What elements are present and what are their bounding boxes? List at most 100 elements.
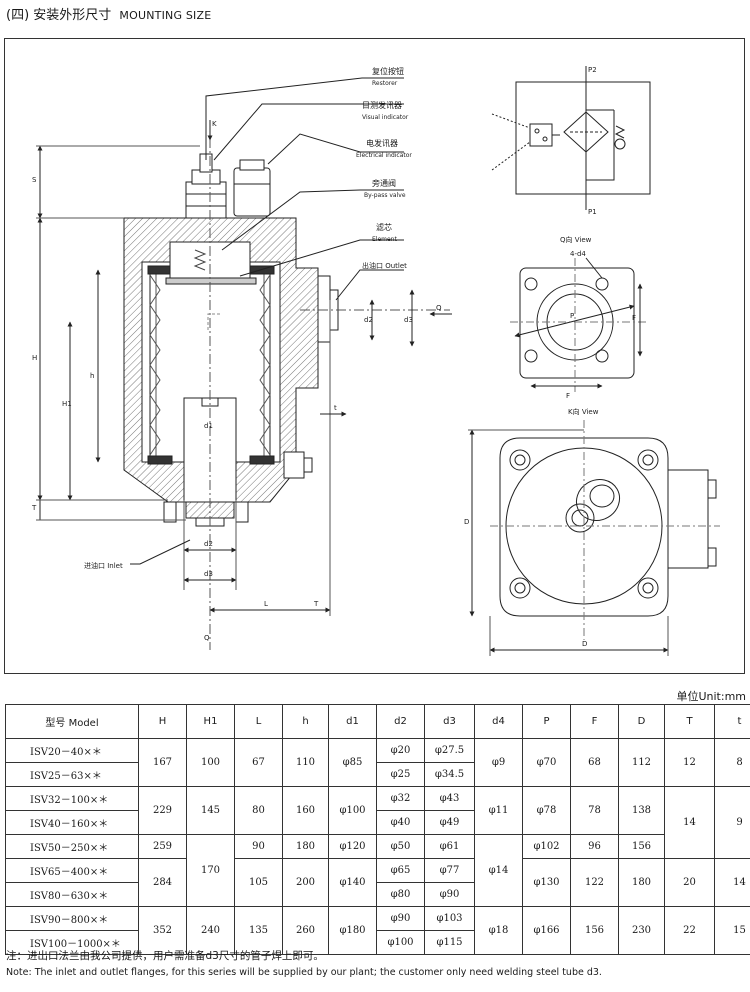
title-en: MOUNTING SIZE (119, 9, 212, 22)
dim-S: S (32, 176, 37, 184)
P-cell: φ102 (522, 834, 571, 859)
dim-h: h (90, 372, 94, 380)
col-F: F (570, 704, 619, 739)
h-cell: 180 (282, 834, 329, 859)
d3-cell: φ103 (424, 906, 475, 931)
h-cell: 200 (282, 858, 329, 907)
d3-cell: φ77 (424, 858, 475, 883)
d2-cell: φ32 (376, 786, 425, 811)
k-view (468, 420, 720, 656)
col-H1: H1 (186, 704, 235, 739)
k-view-label: K向 View (568, 407, 599, 416)
L-cell: 90 (234, 834, 283, 859)
table-row: ISV32－100×＊ 229 145 80 160 φ100 φ32 φ43 … (5, 786, 750, 859)
d2-cell: φ80 (376, 882, 425, 907)
model-cell: ISV90－800×＊ (5, 906, 139, 931)
D-cell: 230 (618, 906, 665, 955)
d3-cell: φ43 (424, 786, 475, 811)
col-d2: d2 (376, 704, 425, 739)
section-view (36, 77, 452, 650)
dim-H: H (32, 354, 37, 362)
technical-drawing: 复位按钮 Restorer 目测发讯器 Visual indicator 电发讯… (31, 66, 720, 656)
T-cell: 20 (664, 858, 715, 907)
d3-cell: φ115 (424, 930, 475, 955)
H1-cell: 240 (186, 906, 235, 955)
P-cell: φ130 (522, 858, 571, 907)
model-cell: ISV32－100×＊ (5, 786, 139, 811)
d4-cell: φ9 (474, 738, 523, 787)
dim-d2: d2 (204, 540, 213, 548)
F-cell: 122 (570, 858, 619, 907)
visual-indicator-label-en: Visual indicator (362, 114, 409, 121)
dim-d1: d1 (204, 422, 213, 430)
h-cell: 110 (282, 738, 329, 787)
col-t: t (714, 704, 750, 739)
col-H: H (138, 704, 187, 739)
table-row: ISV100－1000×＊ φ100 φ115 (5, 930, 750, 955)
note-en: Note: The inlet and outlet flanges, for … (6, 967, 602, 978)
H-cell: 284 (138, 858, 187, 907)
d4-cell: φ18 (474, 906, 523, 955)
d3-cell: φ90 (424, 882, 475, 907)
col-D: D (618, 704, 665, 739)
L-cell: 67 (234, 738, 283, 787)
t-cell: 14 (714, 858, 750, 907)
D-cell: 112 (618, 738, 665, 787)
d1-cell: φ140 (328, 858, 377, 907)
bypass-valve-label-en: By-pass valve (364, 192, 406, 199)
L-cell: 135 (234, 906, 283, 955)
element-label-en: Element (372, 236, 397, 243)
L-cell: 105 (234, 858, 283, 907)
table-header-row: 型号 Model H H1 L h d1 d2 d3 d4 P F D T t (5, 704, 750, 739)
d1-cell: φ85 (328, 738, 377, 787)
dim-Q: Q (436, 304, 442, 312)
col-L: L (234, 704, 283, 739)
d1-cell: φ180 (328, 906, 377, 955)
d3-cell: φ34.5 (424, 762, 475, 787)
title-zh: (四) 安装外形尺寸 (6, 8, 112, 23)
d3-cell: φ27.5 (424, 738, 475, 763)
col-d3: d3 (424, 704, 475, 739)
col-model: 型号 Model (5, 704, 139, 739)
model-cell: ISV65－400×＊ (5, 858, 139, 883)
d2-cell: φ40 (376, 810, 425, 835)
dim-t: t (334, 404, 337, 412)
q-view (510, 257, 646, 392)
port-P1: P1 (588, 208, 597, 216)
table-row: ISV50－250×＊ 259 170 90 180 φ120 φ50 φ61 … (5, 834, 750, 907)
restorer-label-zh: 复位按钮 (372, 66, 404, 76)
F-cell: 68 (570, 738, 619, 787)
visual-indicator-label-zh: 目测发讯器 (362, 100, 402, 110)
d4-cell: φ14 (474, 834, 523, 907)
outlet-label: 出油口 Outlet (362, 261, 407, 270)
dim-F-right: F (632, 314, 636, 322)
unit-label: 单位Unit:mm (676, 690, 746, 703)
drawing-frame (4, 38, 745, 674)
table-row: ISV90－800×＊ 352 240 135 260 φ180 φ90 φ10… (5, 906, 750, 955)
inlet-label: 进油口 Inlet (84, 561, 123, 570)
d3-cell: φ49 (424, 810, 475, 835)
d4-cell: φ11 (474, 786, 523, 835)
model-cell: ISV25－63×＊ (5, 762, 139, 787)
d2-cell: φ20 (376, 738, 425, 763)
d2-cell: φ50 (376, 834, 425, 859)
T-cell: 14 (664, 786, 715, 859)
P-cell: φ78 (522, 786, 571, 835)
element-label-zh: 滤芯 (376, 222, 392, 232)
model-cell: ISV20－40×＊ (5, 738, 139, 763)
H-cell: 352 (138, 906, 187, 955)
H-cell: 229 (138, 786, 187, 835)
F-cell: 78 (570, 786, 619, 835)
table-row: ISV40－160×＊ φ40 φ49 (5, 810, 750, 835)
H-cell: 167 (138, 738, 187, 787)
dim-d3-outlet: d3 (404, 316, 413, 324)
model-cell: ISV100－1000×＊ (5, 930, 139, 955)
D-cell: 156 (618, 834, 665, 859)
dim-T-bottom: T (313, 600, 319, 608)
dim-F-bottom: F (566, 392, 570, 400)
dim-4-d4: 4-d4 (570, 250, 586, 258)
H-cell: 259 (138, 834, 187, 859)
t-cell: 8 (714, 738, 750, 787)
dim-P: P (570, 312, 574, 320)
model-cell: ISV50－250×＊ (5, 834, 139, 859)
